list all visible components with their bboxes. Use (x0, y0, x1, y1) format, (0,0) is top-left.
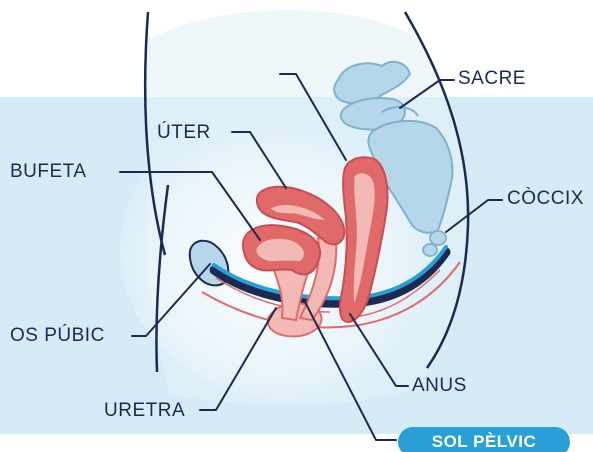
label-uretra: URETRA (104, 401, 185, 420)
label-anus: ANUS (412, 376, 467, 395)
label-os-pubic: OS PÚBIC (10, 326, 105, 345)
label-uter: ÚTER (157, 123, 211, 142)
label-sol-pelvic: SOL PÈLVIC (398, 427, 570, 452)
label-sacre: SACRE (458, 69, 526, 88)
label-bufeta: BUFETA (10, 162, 87, 181)
label-coccix: CÒCCIX (507, 189, 584, 208)
